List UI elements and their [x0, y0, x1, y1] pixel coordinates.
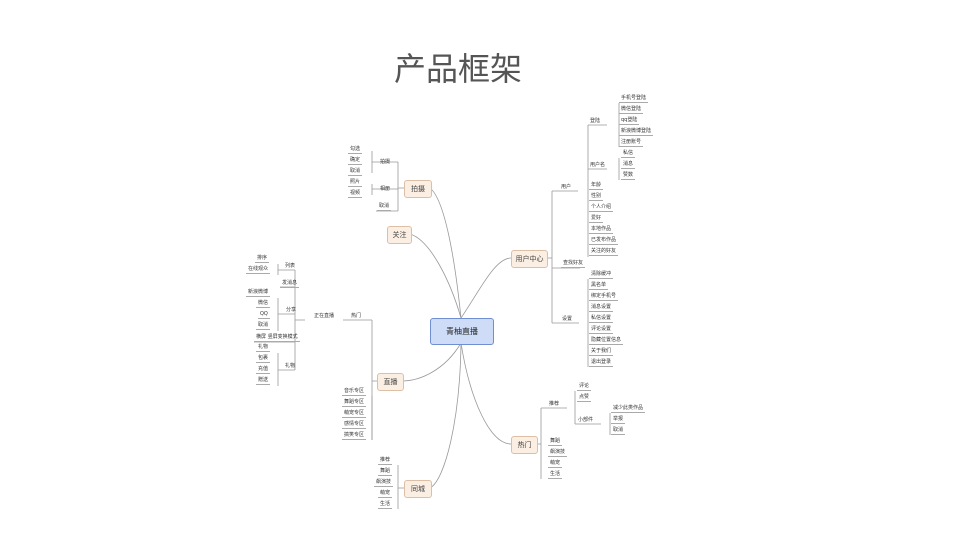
leaf[interactable]: 爱好 [589, 215, 604, 223]
node-album[interactable]: 相册 [380, 186, 391, 192]
node-shoot[interactable]: 拍摄 [380, 159, 391, 165]
leaf[interactable]: 私信 [621, 150, 636, 158]
node-live[interactable]: 正在直播 [314, 313, 335, 319]
node-user[interactable]: 用户 [561, 184, 572, 190]
leaf[interactable]: 消息 [621, 161, 636, 169]
branch-tongcheng[interactable]: 同城 [404, 480, 432, 498]
leaf[interactable]: 隐藏位置信息 [589, 337, 624, 345]
leaf[interactable]: 照片 [348, 179, 363, 187]
leaf[interactable]: 查找好友 [561, 260, 586, 268]
leaf[interactable]: 已发布作品 [589, 237, 619, 245]
leaf[interactable]: 性别 [589, 193, 604, 201]
leaf[interactable]: 萌宠 [378, 490, 393, 498]
leaf[interactable]: 评论 [577, 383, 592, 391]
leaf[interactable]: 搞笑专区 [342, 432, 367, 440]
leaf[interactable]: 萌宠 [548, 460, 563, 468]
leaf[interactable]: 消息设置 [589, 304, 614, 312]
leaf[interactable]: 点赞 [577, 394, 592, 402]
leaf[interactable]: 微信 [256, 300, 271, 308]
leaf[interactable]: 私信设置 [589, 315, 614, 323]
leaf[interactable]: 生活 [378, 501, 393, 509]
leaf[interactable]: 注册账号 [619, 139, 644, 147]
leaf[interactable]: 取消 [611, 427, 626, 435]
leaf[interactable]: 舞蹈 [548, 438, 563, 446]
leaf[interactable]: 赞数 [621, 172, 636, 180]
branch-zhibo[interactable]: 直播 [377, 373, 404, 391]
leaf[interactable]: qq登陆 [619, 117, 640, 125]
leaf[interactable]: 音乐专区 [342, 388, 367, 396]
node-settings[interactable]: 设置 [562, 316, 573, 322]
leaf[interactable]: 举报 [611, 416, 626, 424]
center-node[interactable]: 青柚直播 [430, 318, 494, 345]
leaf[interactable]: QQ [258, 311, 270, 319]
leaf[interactable]: 评论设置 [589, 326, 614, 334]
leaf[interactable]: 关于我们 [589, 348, 614, 356]
leaf[interactable]: 飙演技 [374, 479, 394, 487]
leaf[interactable]: 包裹 [256, 355, 271, 363]
leaf[interactable]: 生活 [548, 471, 563, 479]
leaf[interactable]: 舞蹈 [378, 468, 393, 476]
leaf[interactable]: 取消 [377, 203, 392, 211]
node-hot[interactable]: 热门 [351, 313, 362, 319]
leaf[interactable]: 本地作品 [589, 226, 614, 234]
leaf[interactable]: 微信登陆 [619, 106, 644, 114]
leaf[interactable]: 充值 [256, 366, 271, 374]
leaf[interactable]: 推荐 [378, 457, 393, 465]
leaf[interactable]: 确定 [348, 157, 363, 165]
leaf[interactable]: 赠送 [256, 377, 271, 385]
leaf[interactable]: 取消 [256, 322, 271, 330]
branch-user-center[interactable]: 用户中心 [511, 250, 548, 268]
node-widget[interactable]: 小部件 [578, 417, 594, 423]
leaf[interactable]: 关注的好友 [589, 248, 619, 256]
leaf[interactable]: 发消息 [280, 280, 300, 288]
node-share[interactable]: 分享 [286, 307, 297, 313]
leaf[interactable]: 飙演技 [548, 449, 568, 457]
leaf[interactable]: 清除缓冲 [589, 271, 614, 279]
leaf[interactable]: 舞蹈专区 [342, 399, 367, 407]
node-username[interactable]: 用户名 [590, 162, 606, 168]
leaf[interactable]: 礼物 [256, 344, 271, 352]
leaf[interactable]: 勾选 [348, 146, 363, 154]
branch-remen[interactable]: 热门 [511, 436, 538, 454]
leaf[interactable]: 个人介绍 [589, 204, 614, 212]
node-list[interactable]: 列表 [285, 263, 296, 269]
leaf[interactable]: 横屏 竖屏变换模式 [254, 334, 300, 342]
leaf[interactable]: 减少此类作品 [611, 405, 646, 413]
node-login[interactable]: 登陆 [590, 118, 601, 124]
leaf[interactable]: 绑定手机号 [589, 293, 619, 301]
leaf[interactable]: 退出登录 [589, 359, 614, 367]
leaf[interactable]: 取消 [348, 168, 363, 176]
leaf[interactable]: 新浪微博 [246, 289, 271, 297]
leaf[interactable]: 感情专区 [342, 421, 367, 429]
leaf[interactable]: 排序 [255, 255, 270, 263]
leaf[interactable]: 新浪微博登陆 [619, 128, 654, 136]
node-recommend[interactable]: 推荐 [549, 401, 560, 407]
leaf[interactable]: 黑名单 [589, 282, 609, 290]
leaf[interactable]: 萌宠专区 [342, 410, 367, 418]
branch-paishe[interactable]: 拍摄 [404, 180, 432, 198]
leaf[interactable]: 年龄 [589, 182, 604, 190]
page-title: 产品框架 [393, 50, 522, 88]
leaf[interactable]: 在线观众 [246, 266, 271, 274]
leaf[interactable]: 视频 [348, 190, 363, 198]
node-gift[interactable]: 礼物 [285, 363, 296, 369]
branch-guanzhu[interactable]: 关注 [387, 226, 412, 244]
leaf[interactable]: 手机号登陆 [619, 95, 649, 103]
